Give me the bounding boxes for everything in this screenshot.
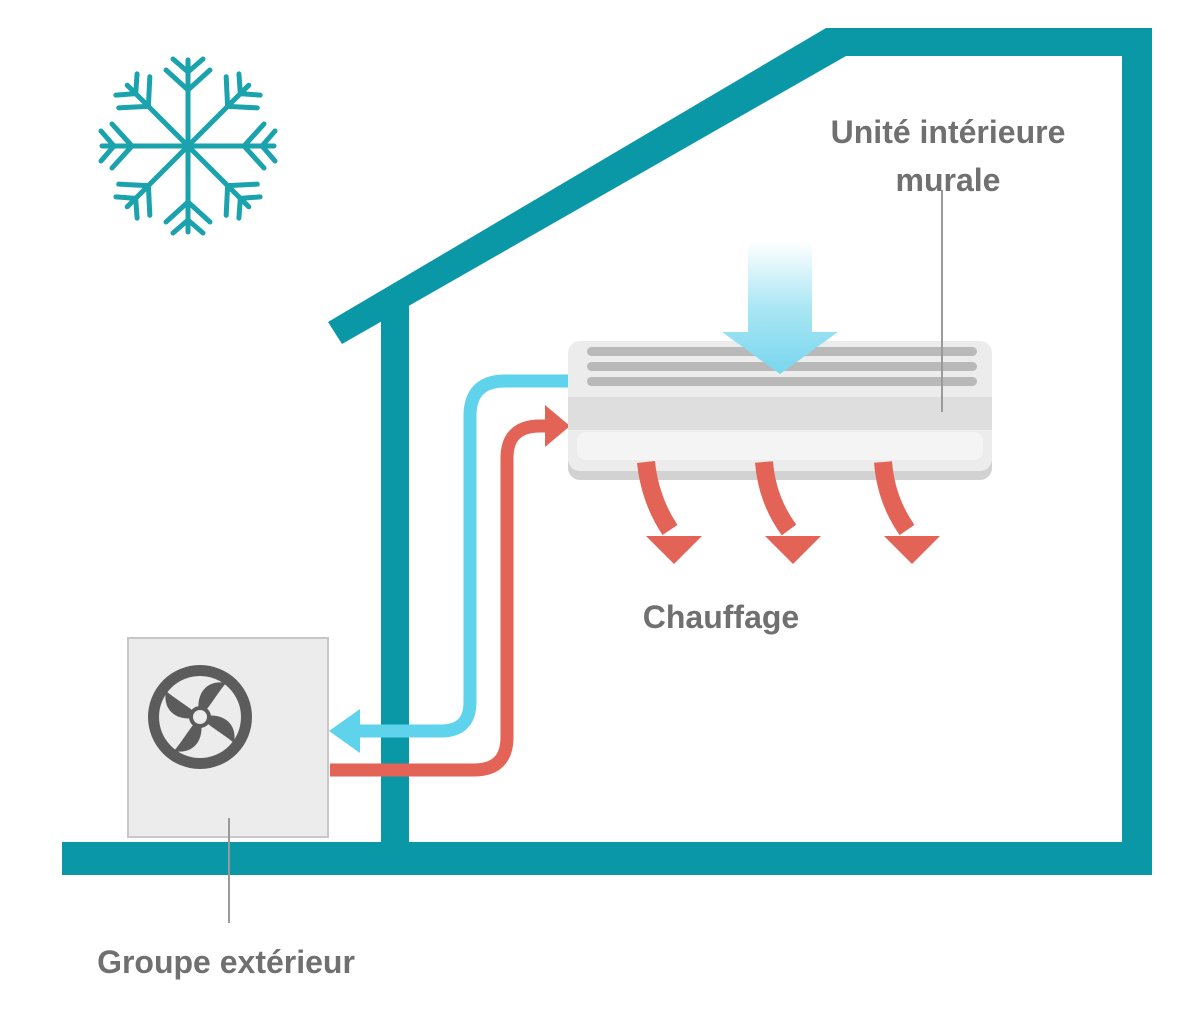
unit-middle-band [568, 397, 992, 430]
fan-icon [148, 665, 252, 769]
warm-air-arrowheads [646, 536, 940, 564]
warm-air-arrow [874, 461, 915, 536]
house-outline [62, 28, 1152, 875]
hot-line-arrowhead [545, 405, 570, 447]
warm-air-arrowhead [765, 536, 821, 564]
hot-line [330, 419, 550, 777]
refrigerant-lines [330, 374, 570, 777]
house-roof [328, 28, 1152, 344]
indoor-unit-label-line1: Unité intérieure [831, 114, 1066, 150]
snowflake-arm [98, 121, 191, 171]
unit-vent-slat [587, 377, 977, 386]
outdoor-unit-label: Groupe extérieur [97, 944, 355, 980]
snowflake-arm [163, 56, 213, 149]
snowflake-arm [185, 121, 278, 171]
snowflake-arm [185, 71, 263, 149]
warm-air-arrowhead [646, 536, 702, 564]
snowflake-arm [113, 71, 191, 149]
house-right-wall [1122, 28, 1152, 868]
house-left-wall [381, 305, 409, 855]
heating-label: Chauffage [643, 599, 799, 635]
snowflake-arm [163, 143, 213, 236]
indoor-unit-label-line2: murale [896, 162, 1001, 198]
warm-air-arrow [755, 461, 797, 536]
outdoor-unit [127, 637, 329, 838]
air-intake-arrow [722, 242, 838, 374]
warm-air-arrow [637, 460, 678, 535]
snowflake-icon [98, 56, 278, 236]
cold-line-arrowhead [329, 709, 360, 753]
warm-air-arrowhead [884, 536, 940, 564]
cold-line [360, 374, 570, 738]
unit-flap [577, 432, 983, 460]
warm-air-arrows [637, 460, 915, 536]
snowflake-arm [185, 143, 263, 221]
snowflake-arm [113, 143, 191, 221]
ground-line [62, 842, 1152, 875]
